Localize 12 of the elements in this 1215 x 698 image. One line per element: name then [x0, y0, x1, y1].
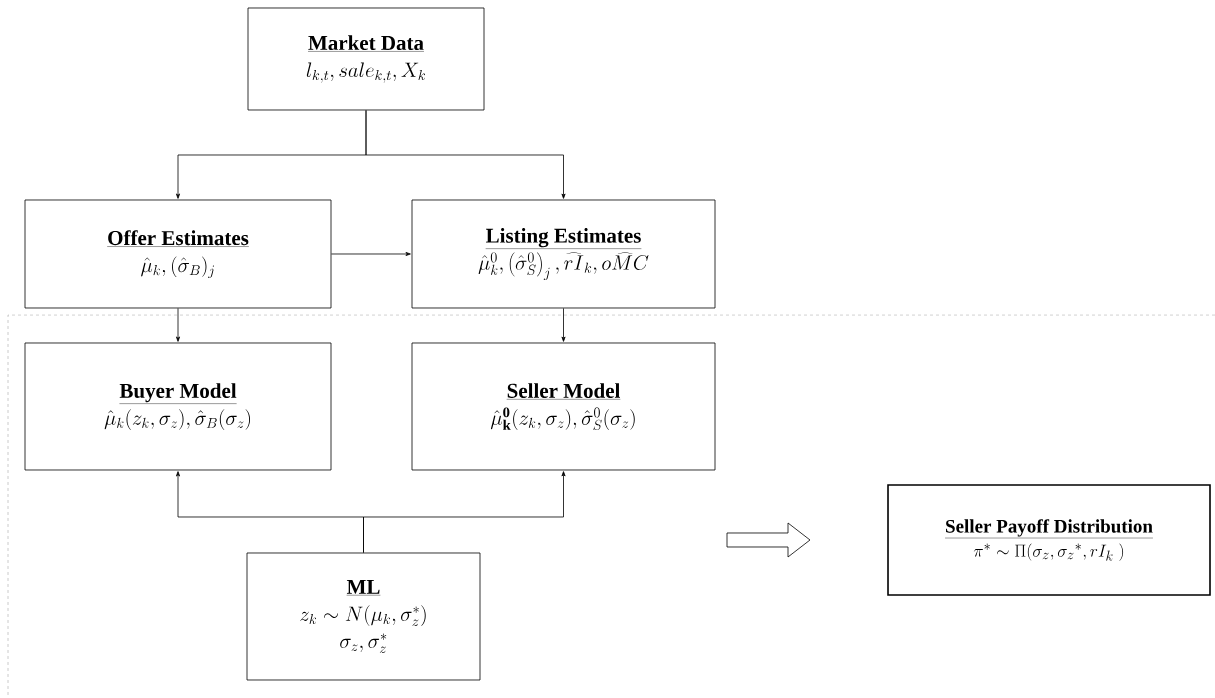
arrow	[365, 110, 566, 199]
process-box: Buyer Model $\hat{\mu}_k(z_k, \sigma_z), \hat{\sigma}_B(\sigma_z)$	[24, 342, 332, 471]
process-box: Seller Payoff Distribution $\pi^* \sim \Pi(\sigma_z, {\sigma_z}^*, rI_k\ )$	[887, 484, 1211, 596]
arrow	[363, 471, 566, 553]
arrow	[561, 308, 566, 342]
process-box: ML $z_k \sim N(\mu_k, \sigma_z^*)$ $\sigma_z, \sigma_z^*$	[246, 552, 481, 681]
arrow	[176, 308, 180, 342]
arrow	[331, 252, 411, 256]
process-box: Offer Estimates $\hat{\mu}_k, (\hat{\sigma}_B)_j$	[24, 199, 332, 309]
process-box: Market Data $l_{k,t}, sale_{k,t}, X_k$	[247, 7, 485, 111]
process-box: Listing Estimates $\hat{\mu}_k^0, \left(\hat{\sigma}_S^0\right)_j, \widehat{rI}_k, \widehat{oMC}$	[411, 199, 716, 309]
process-box: Seller Model $\hat{\mu}_{\mathbf{k}}^{\mathbf{0}}(z_k, \sigma_z), \hat{\sigma}_S^0(\sigma_z)$	[411, 342, 716, 471]
